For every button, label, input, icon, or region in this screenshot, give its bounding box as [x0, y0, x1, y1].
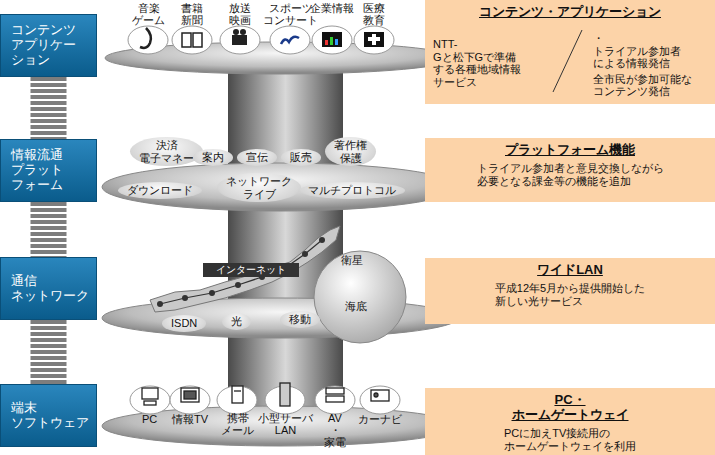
function-bubble: 宣伝: [237, 149, 277, 166]
caption-label: 放送 映画: [229, 2, 251, 26]
layer-box: 端末 ソフトウェア: [0, 384, 97, 447]
caption-label: 携帯 メール: [221, 412, 254, 436]
function-bubble: 決済 電子マネー: [130, 137, 203, 166]
node-text: PCに加えTV接続用の ホームゲートウェイを利用: [504, 427, 636, 452]
function-bubble: 案内: [193, 149, 233, 166]
note-box: コンテンツ・アプリケーション NTT-Gと松下Gで準備 する各種地域情報 サービス…: [425, 0, 715, 104]
function-bubble: 著作権 保護: [325, 137, 376, 166]
layer-connector: [31, 202, 67, 257]
note-box: PC・ホームゲートウェイ PCに加えTV接続用の ホームゲートウェイを利用: [425, 388, 715, 455]
caption-label: 情報TV: [172, 413, 208, 425]
node-text: 著作権 保護: [334, 139, 367, 164]
node-text: 端末 ソフトウェア: [11, 401, 89, 431]
caption-label: 書籍 新聞: [181, 2, 203, 26]
caption-label: スポーツ コンサート: [263, 2, 318, 26]
node-text: 移動: [289, 313, 311, 326]
node-text: ダウンロード: [127, 184, 193, 197]
note-heading: ワイドLAN: [537, 263, 603, 278]
saxophone-icon: [140, 28, 151, 48]
node-text: トライアル参加者と意見交換しながら 必要となる課金等の機能を追加: [477, 162, 664, 187]
node-text: NTT-Gと松下Gで準備 する各種地域情報 サービス: [433, 38, 521, 89]
layer-disc: [102, 163, 458, 211]
function-bubble: ISDN: [162, 315, 206, 332]
node-text: 決済 電子マネー: [139, 139, 194, 164]
book-icon: [182, 33, 202, 47]
monitor-icon: [322, 32, 342, 47]
globe: [314, 251, 406, 343]
caption-label: 企業情報: [310, 2, 354, 14]
layer-box: 通信 ネットワーク: [0, 257, 97, 320]
note-heading: PC・ホームゲートウェイ: [512, 393, 629, 423]
node-text: マルチプロトコル: [308, 184, 396, 197]
icon-bumps: [128, 26, 400, 414]
note-box: プラットフォーム機能トライアル参加者と意見交換しながら 必要となる課金等の機能を…: [425, 138, 715, 202]
node-text: 案内: [202, 151, 224, 164]
japan-map: [150, 226, 340, 312]
medical-icon: [364, 32, 384, 47]
node-text: 通信 ネットワーク: [11, 274, 89, 304]
network-nodes: [157, 237, 325, 307]
caption-label: 小型サーバ LAN: [258, 412, 313, 436]
note-heading: プラットフォーム機能: [505, 143, 635, 158]
node-text: コンテンツ アプリケー ション: [11, 23, 76, 68]
caption-label: 海底: [345, 300, 367, 312]
caption-label: 衛星: [341, 254, 363, 266]
internet-bar: [203, 263, 299, 277]
camera-icon: [232, 29, 247, 45]
layer-column: [228, 70, 343, 175]
note-box: ワイドLAN 平成12年5月から提供開始した 新しい光サービス: [425, 258, 715, 324]
node-text: ・全市民が参加可能な コンテンツ発信: [593, 60, 692, 98]
node-text: 宣伝: [246, 151, 268, 164]
node-text: 光: [231, 315, 242, 328]
function-bubble: 販売: [281, 149, 321, 166]
caption-label: 医療 教育: [363, 2, 385, 26]
caption-label: PC: [142, 413, 157, 425]
layer-box: コンテンツ アプリケー ション: [0, 14, 97, 77]
terminal-icons: [142, 383, 389, 406]
function-bubble: 移動: [280, 311, 320, 328]
caption-label: インターネット: [216, 264, 286, 275]
function-bubble: 光: [222, 313, 251, 330]
sports-icon: [281, 37, 299, 44]
function-bubble: ネットワーク ライブ: [217, 173, 301, 202]
node-text: 平成12年5月から提供開始した 新しい光サービス: [495, 282, 645, 307]
caption-label: 音楽 ゲーム: [132, 2, 165, 26]
note-heading: コンテンツ・アプリケーション: [425, 5, 715, 20]
function-bubble: ダウンロード: [118, 182, 202, 199]
network-route: [160, 240, 322, 304]
node-text: 情報流通 プラット フォーム: [11, 148, 63, 193]
layer-box: 情報流通 プラット フォーム: [0, 139, 97, 202]
node-text: 販売: [290, 151, 312, 164]
layer-connector: [31, 320, 67, 384]
caption-label: カーナビ: [358, 413, 402, 425]
node-text: ・トライアル参加者 による情報発信: [593, 32, 681, 70]
layer-connector: [31, 77, 67, 139]
divider-line: [553, 30, 582, 92]
node-text: ネットワーク ライブ: [226, 175, 292, 200]
node-text: ISDN: [171, 317, 197, 330]
caption-label: AV ・家電: [324, 412, 346, 448]
function-bubble: マルチプロトコル: [299, 182, 405, 199]
